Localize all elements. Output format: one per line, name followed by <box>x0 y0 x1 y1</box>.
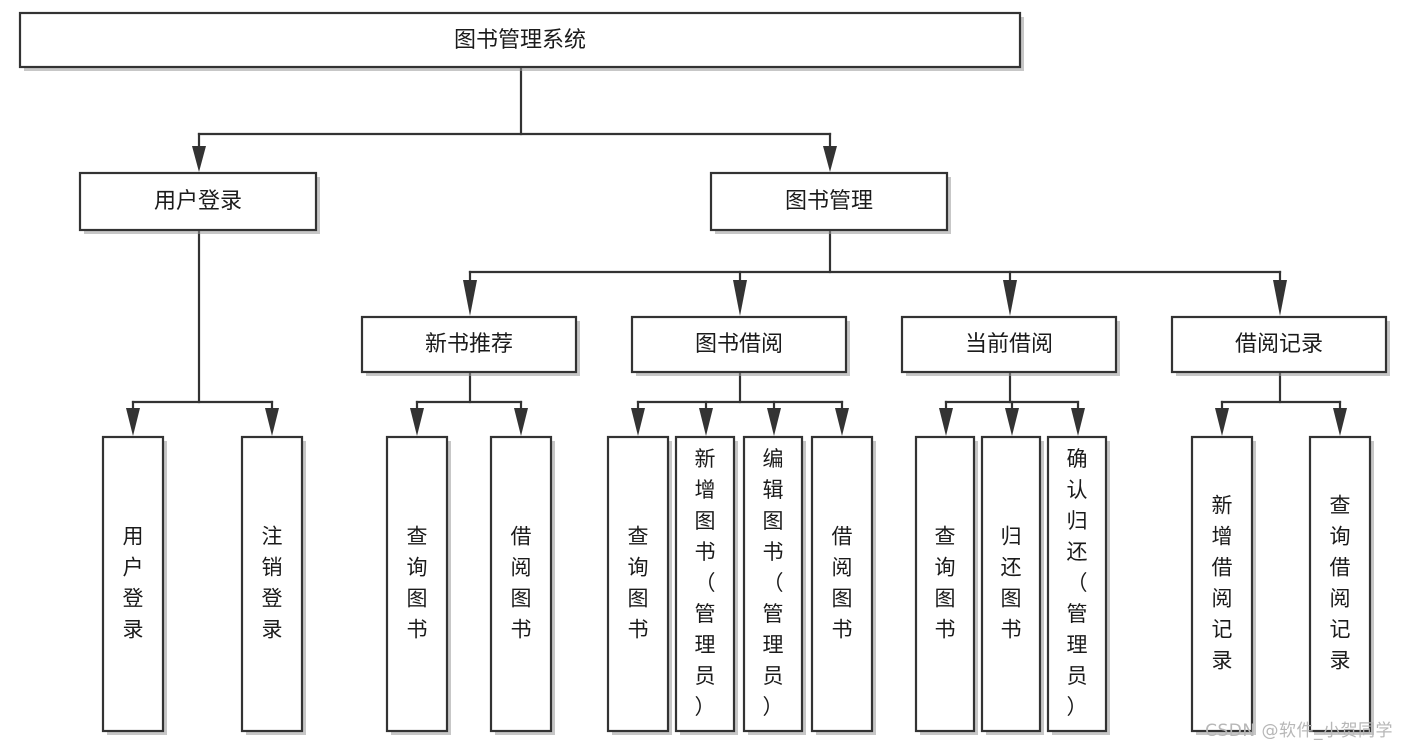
node-bookmgmt-box <box>709 171 949 232</box>
arrowhead-leaf10 <box>1005 408 1019 436</box>
node-root-label: 图书管理系统 <box>454 28 586 53</box>
node-leaf4-box <box>489 435 553 733</box>
node-leaf12-label: 新增借阅记录 <box>1212 494 1233 673</box>
node-leaf11[interactable]: 确认归还（管理员） <box>1046 435 1110 735</box>
node-leaf3-label: 查询图书 <box>407 525 428 642</box>
arrowhead-leaf9 <box>939 408 953 436</box>
node-leaf5-box <box>606 435 670 733</box>
arrowhead-leaf13 <box>1333 408 1347 436</box>
node-leaf6-label: 新增图书（管理员） <box>695 447 716 719</box>
node-current-label: 当前借阅 <box>965 332 1053 357</box>
node-leaf1[interactable]: 用户登录 <box>101 435 167 735</box>
node-leaf1-box <box>101 435 165 733</box>
arrowhead-login <box>192 146 206 172</box>
arrowhead-leaf8 <box>835 408 849 436</box>
arrowhead-leaf12 <box>1215 408 1229 436</box>
node-leaf2-label: 注销登录 <box>262 525 283 642</box>
node-leaf6-box <box>674 435 736 733</box>
node-leaf2[interactable]: 注销登录 <box>240 435 306 735</box>
node-login-box <box>78 171 318 232</box>
arrowhead-leaf11 <box>1071 408 1085 436</box>
arrowhead-bookmgmt <box>823 146 837 172</box>
node-leaf4-label: 借阅图书 <box>511 525 532 642</box>
arrowhead-leaf7 <box>767 408 781 436</box>
node-leaf2-box <box>240 435 304 733</box>
node-bookmgmt[interactable]: 图书管理 <box>709 171 951 234</box>
arrowhead-leaf1 <box>126 408 140 436</box>
node-leaf10-box <box>980 435 1042 733</box>
arrowhead-leaf4 <box>514 408 528 436</box>
node-leaf11-box <box>1046 435 1108 733</box>
arrowhead-leaf5 <box>631 408 645 436</box>
node-bookmgmt-label: 图书管理 <box>785 189 873 214</box>
arrowhead-leaf6 <box>699 408 713 436</box>
node-current[interactable]: 当前借阅 <box>900 315 1120 376</box>
node-newbook[interactable]: 新书推荐 <box>360 315 580 376</box>
node-leaf3-box <box>385 435 449 733</box>
node-leaf13-label: 查询借阅记录 <box>1330 494 1351 673</box>
node-leaf13[interactable]: 查询借阅记录 <box>1308 435 1374 735</box>
node-leaf10[interactable]: 归还图书 <box>980 435 1044 735</box>
node-leaf3[interactable]: 查询图书 <box>385 435 451 735</box>
node-root[interactable]: 图书管理系统 <box>18 11 1024 71</box>
node-leaf13-box <box>1308 435 1372 733</box>
node-borrow-label: 图书借阅 <box>695 332 783 357</box>
node-leaf1-label: 用户登录 <box>123 525 144 642</box>
node-leaf4[interactable]: 借阅图书 <box>489 435 555 735</box>
node-leaf6[interactable]: 新增图书（管理员） <box>674 435 738 735</box>
node-newbook-box <box>360 315 578 374</box>
node-leaf9-box <box>914 435 976 733</box>
node-leaf11-label: 确认归还（管理员） <box>1067 447 1088 719</box>
node-root-box <box>18 11 1022 69</box>
node-leaf7-label: 编辑图书（管理员） <box>763 447 784 719</box>
node-leaf10-label: 归还图书 <box>1001 525 1022 642</box>
node-leaf7[interactable]: 编辑图书（管理员） <box>742 435 806 735</box>
node-leaf5[interactable]: 查询图书 <box>606 435 672 735</box>
node-leaf5-label: 查询图书 <box>628 525 649 642</box>
node-leaf7-box <box>742 435 804 733</box>
arrowhead-newbook <box>463 280 477 316</box>
node-borrow[interactable]: 图书借阅 <box>630 315 850 376</box>
node-records-label: 借阅记录 <box>1235 332 1323 357</box>
node-current-box <box>900 315 1118 374</box>
node-records-box <box>1170 315 1388 374</box>
node-leaf9-label: 查询图书 <box>935 525 956 642</box>
node-login[interactable]: 用户登录 <box>78 171 320 234</box>
arrowhead-current <box>1003 280 1017 316</box>
arrowhead-leaf3 <box>410 408 424 436</box>
arrowhead-borrow <box>733 280 747 316</box>
node-leaf8-box <box>810 435 874 733</box>
node-leaf12-box <box>1190 435 1254 733</box>
node-leaf8[interactable]: 借阅图书 <box>810 435 876 735</box>
node-leaf9[interactable]: 查询图书 <box>914 435 978 735</box>
node-records[interactable]: 借阅记录 <box>1170 315 1390 376</box>
arrowhead-records <box>1273 280 1287 316</box>
csdn-watermark: CSDN @软件_小贺同学 <box>1205 721 1393 741</box>
node-borrow-box <box>630 315 848 374</box>
node-leaf12[interactable]: 新增借阅记录 <box>1190 435 1256 735</box>
node-leaf8-label: 借阅图书 <box>832 525 853 642</box>
node-newbook-label: 新书推荐 <box>425 332 513 357</box>
connector-layer <box>126 66 1347 436</box>
node-login-label: 用户登录 <box>154 189 242 214</box>
arrowhead-leaf2 <box>265 408 279 436</box>
